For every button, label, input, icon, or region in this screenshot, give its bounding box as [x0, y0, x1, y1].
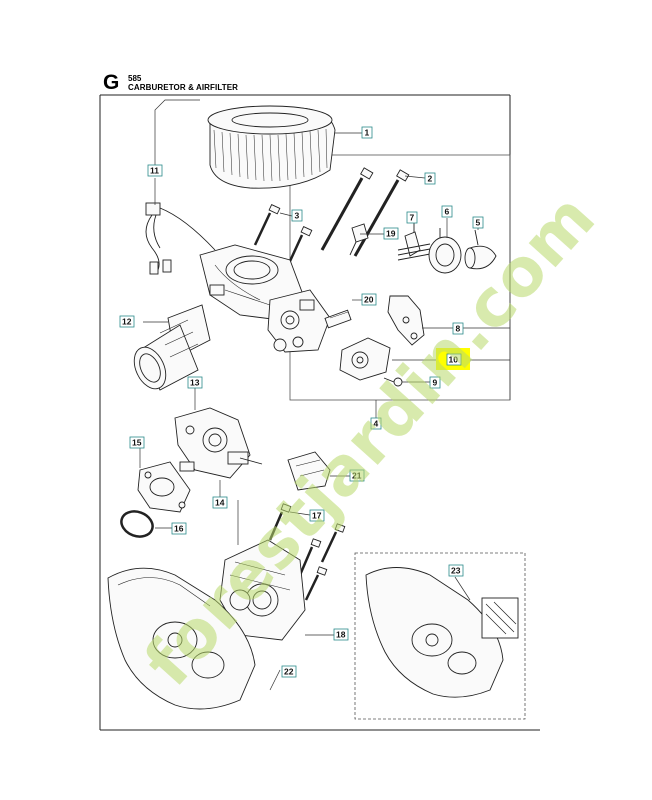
pump-spring [397, 222, 431, 261]
svg-text:15: 15 [132, 438, 142, 448]
callout-18[interactable]: 18 [333, 628, 349, 641]
bracket [387, 295, 425, 346]
svg-text:1: 1 [365, 128, 370, 138]
svg-text:12: 12 [122, 317, 132, 327]
callout-5[interactable]: 5 [472, 216, 484, 229]
svg-text:23: 23 [451, 566, 461, 576]
svg-text:8: 8 [456, 324, 461, 334]
air-filter [207, 105, 336, 189]
callout-15[interactable]: 15 [129, 436, 145, 449]
wire-harness [145, 202, 216, 275]
svg-text:20: 20 [364, 295, 374, 305]
svg-text:17: 17 [312, 511, 322, 521]
cylinder-cover [107, 567, 256, 710]
detail-box-23 [354, 552, 526, 720]
callout-21[interactable]: 21 [349, 469, 365, 482]
svg-text:16: 16 [174, 524, 184, 534]
lower-intake [219, 539, 306, 641]
alternate-cover [365, 567, 519, 698]
callout-4[interactable]: 4 [370, 417, 382, 430]
svg-text:5: 5 [476, 218, 481, 228]
page-title: CARBURETOR & AIRFILTER [128, 83, 239, 92]
callout-12[interactable]: 12 [119, 315, 135, 328]
callout-23[interactable]: 23 [448, 564, 464, 577]
o-ring [120, 510, 154, 538]
intake-boot [133, 304, 211, 391]
primer-housing [428, 228, 462, 274]
callout-3[interactable]: 3 [291, 209, 303, 222]
svg-text:4: 4 [374, 419, 379, 429]
svg-text:19: 19 [386, 229, 396, 239]
callout-9[interactable]: 9 [429, 376, 441, 389]
svg-text:21: 21 [352, 471, 362, 481]
callout-8[interactable]: 8 [452, 322, 464, 335]
svg-text:9: 9 [433, 378, 438, 388]
callout-16[interactable]: 16 [171, 522, 187, 535]
svg-text:11: 11 [150, 166, 159, 176]
section-letter: G [103, 71, 120, 94]
throttle-assembly [174, 407, 263, 479]
fuel-filter [324, 309, 352, 329]
connector [287, 451, 331, 491]
callout-17[interactable]: 17 [309, 509, 325, 522]
callout-20[interactable]: 20 [361, 293, 377, 306]
primer-bulb [464, 229, 497, 270]
callout-labels: 1 2 3 4 5 6 7 8 9 10 11 12 13 14 15 16 1… [119, 126, 484, 678]
callout-2[interactable]: 2 [424, 172, 436, 185]
carburetor-body [267, 289, 331, 353]
long-screw [320, 167, 410, 257]
callout-13[interactable]: 13 [187, 376, 203, 389]
svg-text:2: 2 [428, 174, 433, 184]
svg-text:10: 10 [449, 355, 459, 365]
callout-14[interactable]: 14 [212, 496, 228, 509]
model-number: 585 [128, 74, 142, 83]
callout-1[interactable]: 1 [361, 126, 373, 139]
flange [137, 461, 191, 513]
cover-plate [339, 337, 391, 381]
svg-text:18: 18 [336, 630, 346, 640]
fitting [349, 223, 369, 256]
callout-6[interactable]: 6 [441, 205, 453, 218]
callout-7[interactable]: 7 [406, 211, 418, 224]
svg-text:3: 3 [295, 211, 300, 221]
svg-text:7: 7 [410, 213, 415, 223]
svg-text:6: 6 [445, 207, 450, 217]
callout-22[interactable]: 22 [281, 665, 297, 678]
callout-19[interactable]: 19 [383, 227, 399, 240]
svg-text:22: 22 [284, 667, 294, 677]
svg-text:13: 13 [190, 378, 200, 388]
callout-11[interactable]: 11 [147, 164, 163, 177]
screw-set [268, 503, 346, 601]
screw [253, 203, 313, 273]
callout-10-highlighted[interactable]: 10 [436, 348, 470, 370]
svg-text:14: 14 [215, 498, 225, 508]
